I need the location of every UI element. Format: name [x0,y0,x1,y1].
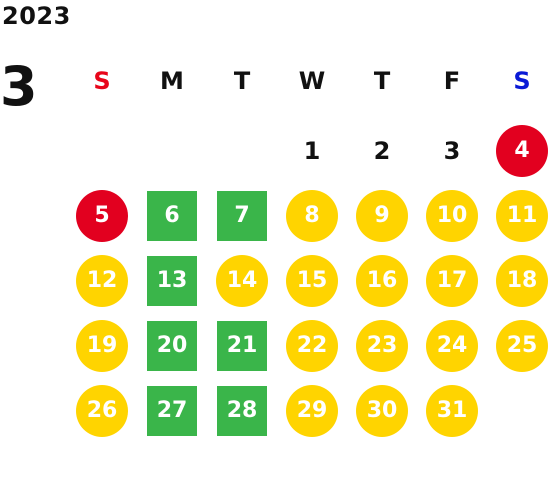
day-cell-15[interactable]: 15 [286,255,338,307]
day-cell-16[interactable]: 16 [356,255,408,307]
day-cell-6[interactable]: 6 [147,191,197,241]
day-cell-30[interactable]: 30 [356,385,408,437]
day-cell-10[interactable]: 10 [426,190,478,242]
weekday-1: M [160,67,184,95]
day-cell-11[interactable]: 11 [496,190,548,242]
weekday-0: S [93,67,111,95]
day-cell-27[interactable]: 27 [147,386,197,436]
day-cell-1[interactable]: 1 [303,137,321,165]
day-cell-9[interactable]: 9 [356,190,408,242]
day-cell-14[interactable]: 14 [216,255,268,307]
weekday-5: F [443,67,461,95]
day-cell-22[interactable]: 22 [286,320,338,372]
day-cell-21[interactable]: 21 [217,321,267,371]
day-cell-19[interactable]: 19 [76,320,128,372]
day-cell-8[interactable]: 8 [286,190,338,242]
weekday-2: T [233,67,251,95]
day-cell-24[interactable]: 24 [426,320,478,372]
weekday-6: S [513,67,531,95]
day-cell-12[interactable]: 12 [76,255,128,307]
day-cell-7[interactable]: 7 [217,191,267,241]
day-cell-31[interactable]: 31 [426,385,478,437]
year-label: 2023 [2,2,71,30]
weekday-3: W [298,67,326,95]
day-cell-23[interactable]: 23 [356,320,408,372]
day-cell-17[interactable]: 17 [426,255,478,307]
day-cell-29[interactable]: 29 [286,385,338,437]
day-cell-20[interactable]: 20 [147,321,197,371]
day-cell-18[interactable]: 18 [496,255,548,307]
day-cell-4[interactable]: 4 [496,125,548,177]
weekday-4: T [373,67,391,95]
day-cell-2[interactable]: 2 [373,137,391,165]
day-cell-28[interactable]: 28 [217,386,267,436]
day-cell-5[interactable]: 5 [76,190,128,242]
day-cell-13[interactable]: 13 [147,256,197,306]
month-number: 3 [0,55,38,118]
day-cell-25[interactable]: 25 [496,320,548,372]
day-cell-26[interactable]: 26 [76,385,128,437]
day-cell-3[interactable]: 3 [443,137,461,165]
